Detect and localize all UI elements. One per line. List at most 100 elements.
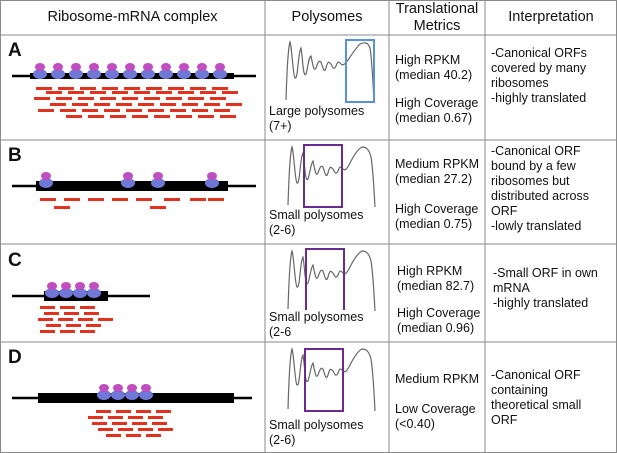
- read-fragment: [136, 198, 152, 201]
- ribosome-small-subunit: [125, 63, 135, 71]
- ribosome-small-subunit: [123, 172, 133, 180]
- header-complex: Ribosome-mRNA complex: [47, 9, 218, 25]
- read-fragment: [90, 91, 106, 94]
- read-fragment: [126, 434, 141, 437]
- read-fragment: [58, 87, 74, 90]
- read-fragment: [112, 198, 128, 201]
- ribosome-large-subunit: [177, 69, 191, 79]
- read-fragment: [56, 97, 72, 100]
- read-fragment: [40, 330, 55, 333]
- read-fragment: [170, 109, 186, 112]
- read-fragment: [110, 115, 126, 118]
- read-fragment: [96, 410, 111, 413]
- read-fragment: [222, 91, 238, 94]
- row-b-metric-rpkm: Medium RPKM (median 27.2): [395, 157, 480, 186]
- read-fragment: [136, 410, 151, 413]
- read-fragment: [148, 416, 163, 419]
- row-c-ribosomes: [45, 282, 101, 298]
- row-b-polysome-label: Small polysomes (2-6): [269, 208, 364, 238]
- read-fragment: [150, 206, 166, 209]
- read-fragment: [36, 87, 52, 90]
- row-d-polysome-label: Small polysomes (2-6): [269, 418, 364, 448]
- row-c-complex-diagram: [12, 282, 150, 333]
- row-b-metric-coverage: High Coverage (median 0.75): [395, 202, 479, 231]
- row-a-polysome-highlight: [345, 39, 375, 103]
- read-fragment: [84, 312, 99, 315]
- row-b-polysome-highlight: [303, 144, 343, 208]
- read-fragment: [122, 97, 138, 100]
- ribosome-large-subunit: [97, 390, 111, 400]
- read-fragment: [116, 103, 132, 106]
- ribosome-small-subunit: [153, 172, 163, 180]
- row-b-interpretation: -Canonical ORF bound by a few ribosomes …: [491, 144, 589, 233]
- read-fragment: [152, 422, 167, 425]
- read-fragment: [188, 97, 204, 100]
- row-c-metric-rpkm: High RPKM (median 82.7): [397, 264, 475, 293]
- read-fragment: [104, 109, 120, 112]
- row-d-letter: D: [8, 347, 22, 368]
- read-fragment: [80, 306, 95, 309]
- read-fragment: [60, 306, 75, 309]
- read-fragment: [82, 109, 98, 112]
- read-fragment: [166, 97, 182, 100]
- read-fragment: [124, 87, 140, 90]
- read-fragment: [58, 318, 73, 321]
- row-c-letter: C: [8, 250, 22, 271]
- ribosome-large-subunit: [51, 69, 65, 79]
- read-fragment: [214, 109, 230, 112]
- read-fragment: [154, 115, 170, 118]
- read-fragment: [88, 198, 104, 201]
- ribosome-large-subunit: [111, 390, 125, 400]
- ribosome-large-subunit: [139, 390, 153, 400]
- ribosome-large-subunit: [195, 69, 209, 79]
- read-fragment: [156, 91, 172, 94]
- row-c-reads: [38, 306, 113, 333]
- row-c-polysome-highlight: [305, 248, 345, 312]
- ribosome-small-subunit: [141, 384, 151, 392]
- ribosome-small-subunit: [161, 63, 171, 71]
- read-fragment: [144, 97, 160, 100]
- read-fragment: [44, 312, 59, 315]
- read-fragment: [220, 115, 236, 118]
- read-fragment: [208, 198, 224, 201]
- row-a-letter: A: [8, 40, 22, 61]
- row-d-metric-rpkm: Medium RPKM: [395, 372, 480, 386]
- read-fragment: [60, 330, 75, 333]
- read-fragment: [102, 87, 118, 90]
- header-interpretation: Interpretation: [508, 9, 594, 25]
- ribosome-large-subunit: [123, 69, 137, 79]
- read-fragment: [80, 87, 96, 90]
- read-fragment: [212, 87, 228, 90]
- row-d-reads: [88, 410, 173, 437]
- row-c-metric-coverage: High Coverage (median 0.96): [397, 306, 481, 335]
- ribosome-large-subunit: [69, 69, 83, 79]
- read-fragment: [126, 109, 142, 112]
- read-fragment: [72, 103, 88, 106]
- ribosome-small-subunit: [179, 63, 189, 71]
- read-fragment: [34, 97, 50, 100]
- ribosome-large-subunit: [59, 288, 73, 298]
- ribosome-small-subunit: [99, 384, 109, 392]
- row-d-metric-coverage: Low Coverage (<0.40): [395, 402, 476, 431]
- ribosome-small-subunit: [127, 384, 137, 392]
- row-b-letter: B: [8, 145, 22, 166]
- row-d-polysome-profile: [287, 347, 376, 412]
- ribosome-small-subunit: [35, 63, 45, 71]
- read-fragment: [40, 306, 55, 309]
- read-fragment: [98, 428, 113, 431]
- row-c-polysome-profile: [287, 248, 376, 312]
- ribosome-large-subunit: [87, 288, 101, 298]
- ribosome-large-subunit: [141, 69, 155, 79]
- row-d-polysome-highlight: [304, 348, 344, 412]
- read-fragment: [128, 416, 143, 419]
- read-fragment: [98, 318, 113, 321]
- read-fragment: [106, 434, 121, 437]
- ribosome-small-subunit: [143, 63, 153, 71]
- row-a-ribosomes: [33, 63, 227, 79]
- read-fragment: [88, 416, 103, 419]
- header-polysomes: Polysomes: [291, 9, 363, 25]
- read-fragment: [38, 318, 53, 321]
- ribosome-small-subunit: [75, 282, 85, 290]
- read-fragment: [164, 198, 180, 201]
- row-a-polysome-label: Large polysomes (7+): [269, 104, 365, 134]
